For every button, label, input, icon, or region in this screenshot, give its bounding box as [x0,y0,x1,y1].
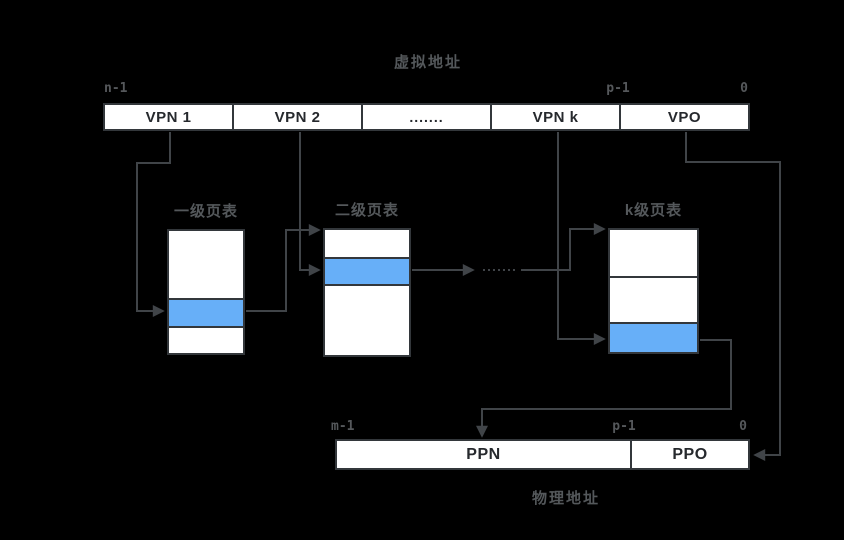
page-table-row-highlighted [610,322,697,352]
virtual-address-title: 虚拟地址 [393,54,462,71]
wire-vpn1-to-level1-entry [136,132,171,317]
va-bit-label-p-1: p-1 [606,81,630,96]
page-table-row [169,326,243,353]
wire-to-levelk-base [521,223,606,271]
pa-cell-ppn: PPN [337,441,630,468]
pa-bit-label-p-1: p-1 [612,419,636,434]
va-cell-vpnk: VPN k [490,105,619,129]
wire-vpnk-to-levelk-entry [557,132,606,345]
level-k-page-table-title: k级页表 [624,202,683,219]
pa-bit-label-0: 0 [739,419,747,434]
va-cell-vpn2: VPN 2 [232,105,361,129]
va-cell-ellipsis: ....... [361,105,490,129]
pa-bit-label-m-1: m-1 [331,419,355,434]
va-cell-vpo: VPO [619,105,748,129]
page-table-row-highlighted [169,298,243,326]
level-1-page-table-title: 一级页表 [173,203,238,220]
level-2-page-table: 二级页表 [323,202,411,357]
pa-cell-ppo: PPO [630,441,748,468]
page-table-row [325,230,409,257]
wire-level1-entry-to-level2-base [246,224,321,312]
level-k-page-table: k级页表 [608,202,699,354]
physical-address-title: 物理地址 [531,490,600,507]
page-table-row [610,276,697,322]
wire-vpo-to-ppo [685,132,781,461]
physical-address-box: PPN PPO [335,439,750,470]
va-bit-label-0: 0 [740,81,748,96]
level-1-page-table: 一级页表 [167,203,245,355]
page-table-row [169,231,243,298]
page-table-row-highlighted [325,257,409,284]
level-2-page-table-title: 二级页表 [334,202,399,219]
va-bit-label-n-1: n-1 [104,81,128,96]
virtual-address-box: VPN 1 VPN 2 ....... VPN k VPO [103,103,750,131]
page-table-row [325,284,409,355]
va-cell-vpn1: VPN 1 [105,105,232,129]
page-table-row [610,230,697,276]
